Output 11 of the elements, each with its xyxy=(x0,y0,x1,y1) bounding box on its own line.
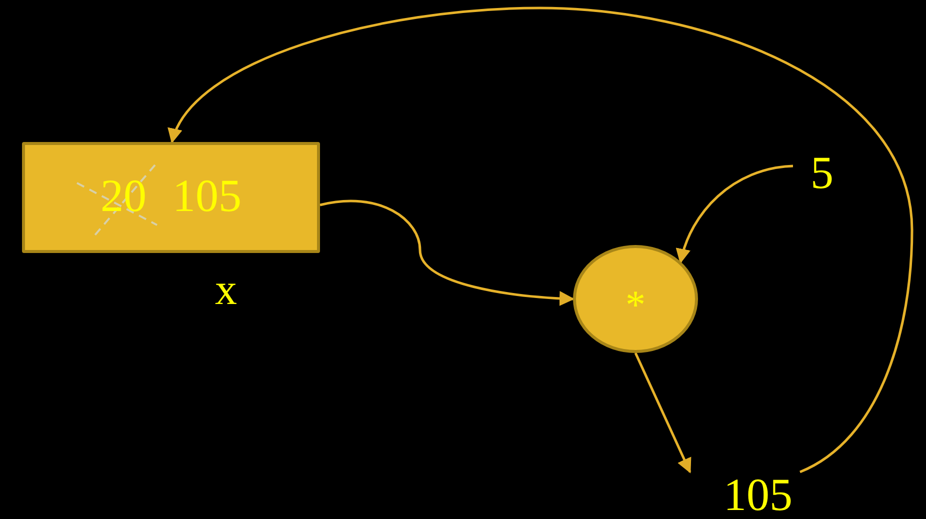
operator-ellipse xyxy=(573,245,698,353)
arrow xyxy=(676,164,794,264)
value-text: 105 xyxy=(172,172,242,218)
arrow xyxy=(634,352,692,474)
value-text: 5 xyxy=(810,150,834,196)
value-text: 105 xyxy=(724,472,792,518)
arrow xyxy=(170,6,914,474)
operator-symbol: * xyxy=(626,285,646,325)
value-box xyxy=(22,142,320,253)
variable-label: x xyxy=(215,268,237,312)
arrow xyxy=(320,200,574,306)
